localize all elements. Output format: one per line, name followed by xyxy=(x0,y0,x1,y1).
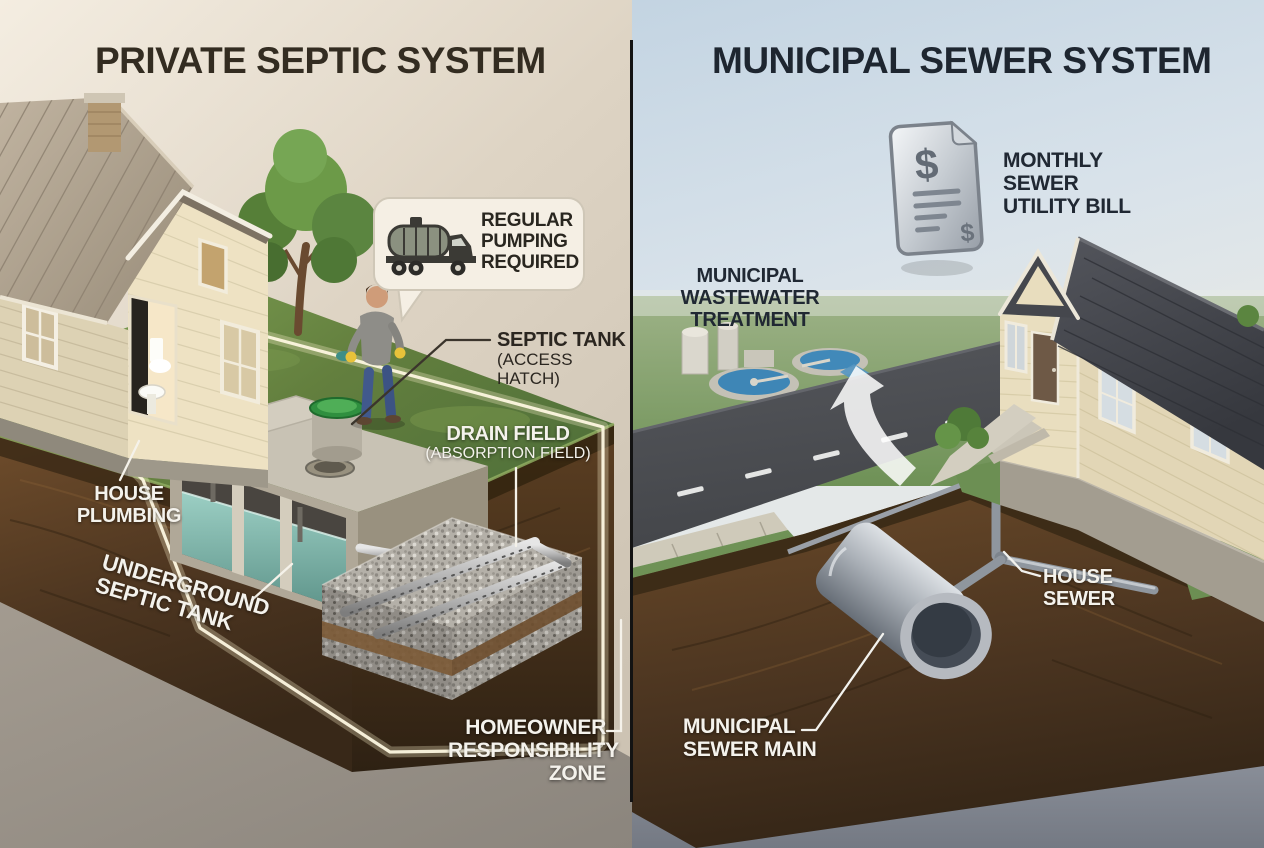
wastewater-treatment-label: MUNICIPAL WASTEWATER TREATMENT xyxy=(680,265,820,331)
main-roof xyxy=(1052,238,1264,470)
road-cut-curb xyxy=(787,481,965,555)
house-plumbing-label: HOUSE PLUMBING xyxy=(76,483,182,527)
right-house xyxy=(930,236,1264,622)
foundation xyxy=(1000,460,1264,622)
left-house xyxy=(0,93,273,488)
treatment-plant xyxy=(681,322,916,408)
homeowner-zone-label: HOMEOWNER RESPONSIBILITY ZONE xyxy=(448,716,619,786)
glove xyxy=(345,351,357,363)
private-septic-illustration xyxy=(0,0,632,848)
house-sewer-leader-line xyxy=(1002,550,1042,578)
drain-field-label: DRAIN FIELD (ABSORPTION FIELD) xyxy=(424,423,592,463)
tree xyxy=(238,129,378,336)
bush xyxy=(1237,305,1259,327)
left-foreground-ledge xyxy=(0,598,632,848)
house-plumbing-leader-line xyxy=(118,439,141,482)
municipal-sewer-main-label: MUNICIPAL SEWER MAIN xyxy=(683,715,817,762)
sewer-bill-icon: $ $ xyxy=(888,120,984,276)
panel-divider xyxy=(630,40,633,802)
underground-tank-leader-line xyxy=(250,562,294,602)
toilet xyxy=(150,338,163,362)
flow-arrow xyxy=(830,366,916,486)
right-panel-title: MUNICIPAL SEWER SYSTEM xyxy=(712,40,1212,81)
dollar-icon: $ xyxy=(913,140,940,189)
sewer-main-leader-line xyxy=(800,632,885,732)
zone-leader-line xyxy=(605,618,623,733)
drain-field-label-main: DRAIN FIELD xyxy=(446,423,570,445)
septic-tank-leader-line xyxy=(350,338,492,426)
septic-tank-label: SEPTIC TANK (ACCESS HATCH) xyxy=(497,329,637,388)
drain-field-label-sub: (ABSORPTION FIELD) xyxy=(425,445,591,462)
pump-truck-icon xyxy=(386,217,476,276)
septic-tank-label-main: SEPTIC TANK xyxy=(497,329,626,351)
homeowner-zone-outline xyxy=(52,325,609,758)
glove xyxy=(394,347,406,359)
monthly-bill-label: MONTHLY SEWER UTILITY BILL xyxy=(1003,149,1131,219)
attic-window xyxy=(198,237,228,295)
perforated-pipes xyxy=(340,537,572,639)
municipal-sewer-illustration: $ $ xyxy=(632,0,1264,848)
near-sidewalk xyxy=(632,512,788,568)
chimney xyxy=(88,101,121,152)
house-sewer-label: HOUSE SEWER xyxy=(1043,566,1115,610)
left-leader-lines xyxy=(118,338,623,733)
dollar-icon-small: $ xyxy=(960,219,976,248)
left-panel-title: PRIVATE SEPTIC SYSTEM xyxy=(95,40,546,81)
front-door xyxy=(1030,330,1060,406)
pumping-callout-bubble xyxy=(373,197,585,323)
right-leader-lines xyxy=(800,550,1042,732)
septic-tank-label-sub: (ACCESS HATCH) xyxy=(497,350,573,388)
pumping-callout-label: REGULAR PUMPING REQUIRED xyxy=(481,210,579,273)
municipal-sewer-main-pipe xyxy=(815,522,992,680)
person xyxy=(336,284,406,430)
